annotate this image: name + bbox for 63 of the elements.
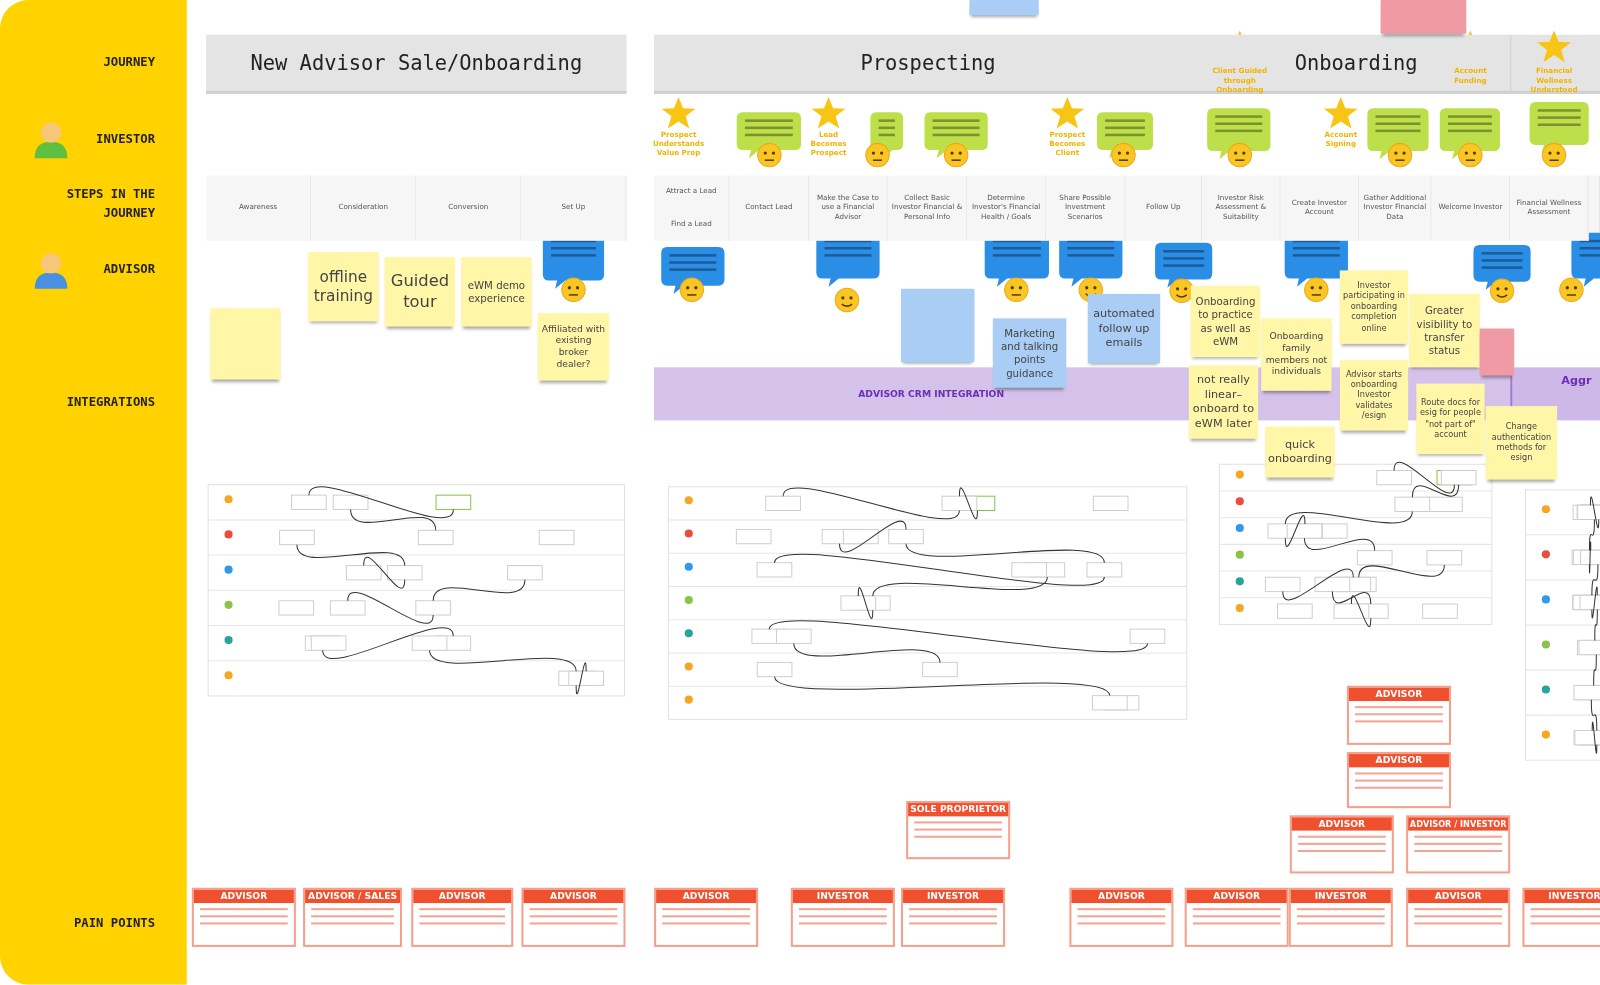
card-header: SOLE PROPRIETOR (908, 803, 1009, 817)
pain-point-card (411, 887, 514, 947)
pain-point-card (1289, 815, 1394, 874)
pain-point-card (521, 887, 626, 947)
sticky-note: eWM demo experience (461, 257, 532, 327)
pain-point-card (1406, 887, 1511, 947)
card-header: INVESTOR (792, 889, 893, 904)
pain-point-card (654, 887, 759, 947)
phase-header: New Advisor Sale/Onboarding (206, 34, 627, 94)
pain-point-card (901, 887, 1006, 947)
card-header: ADVISOR (523, 889, 624, 904)
pain-point-card (1346, 685, 1451, 745)
sticky-note: quick onboarding (1265, 426, 1335, 478)
card-header: ADVISOR (1408, 889, 1509, 904)
sticky-note (210, 308, 281, 380)
sticky-note: Advisor starts onboarding Investor validates /esign (1339, 360, 1409, 431)
sticky-note: Route docs for esig for people "not part of" account (1416, 383, 1485, 455)
sticky-note: Affiliated with existing broker dealer? (537, 313, 610, 381)
pain-point-card (1346, 752, 1451, 809)
sticky-note: offline training (308, 252, 379, 322)
card-header: INVESTOR (1290, 889, 1391, 904)
row-label: JOURNEY (102, 54, 156, 72)
sticky-note: Change authentication methods for esign (1485, 406, 1558, 480)
sticky-note (1479, 328, 1515, 376)
sticky-note (969, 0, 1039, 16)
sticky-note: not really linear– onboard to eWM later (1188, 365, 1259, 439)
sticky-note: Marketing and talking points guidance (992, 318, 1067, 388)
card-header: INVESTOR (1524, 889, 1600, 904)
sticky-note (1380, 0, 1467, 34)
sticky-note: Guided tour (384, 257, 456, 327)
pain-point-card (790, 887, 895, 947)
sticky-note: automated follow up emails (1087, 293, 1161, 364)
sticky-note: Greater visibility to transfer status (1409, 293, 1480, 368)
card-header: ADVISOR (413, 889, 512, 904)
card-header: ADVISOR (1291, 817, 1392, 831)
band-label: Aggr (1561, 373, 1593, 387)
card-header: INVESTOR (903, 889, 1004, 904)
card-header: ADVISOR (193, 889, 294, 904)
sticky-note (901, 288, 975, 363)
pain-point-card (1522, 887, 1600, 947)
row-label: INTEGRATIONS (65, 393, 156, 412)
sticky-note: Onboarding family members not individuals (1261, 318, 1332, 391)
pain-point-card (1406, 815, 1511, 874)
sticky-note: Onboarding to practice as well as eWM (1190, 285, 1261, 358)
pain-point-card (191, 887, 296, 947)
row-label: STEPS IN THE JOURNEY (65, 185, 156, 223)
card-header: ADVISOR (1348, 754, 1449, 768)
row-label: INVESTOR (95, 130, 156, 148)
card-header: ADVISOR (1186, 889, 1287, 904)
card-header: ADVISOR (1348, 687, 1449, 701)
sticky-note: Investor participating in onboarding completion online (1339, 270, 1409, 344)
pain-point-card (1184, 887, 1289, 947)
row-label: PAIN POINTS (73, 914, 156, 932)
card-header: ADVISOR / SALES (305, 889, 400, 904)
pain-point-card (303, 887, 403, 947)
pain-point-card (1069, 887, 1174, 947)
card-header: ADVISOR (1071, 889, 1172, 904)
pain-point-card (1288, 887, 1393, 947)
phase-header: Prospecting (654, 34, 1203, 94)
pain-point-card (906, 801, 1011, 860)
card-header: ADVISOR (656, 889, 757, 904)
card-header: ADVISOR / INVESTOR (1408, 817, 1509, 831)
row-label: ADVISOR (102, 261, 156, 279)
